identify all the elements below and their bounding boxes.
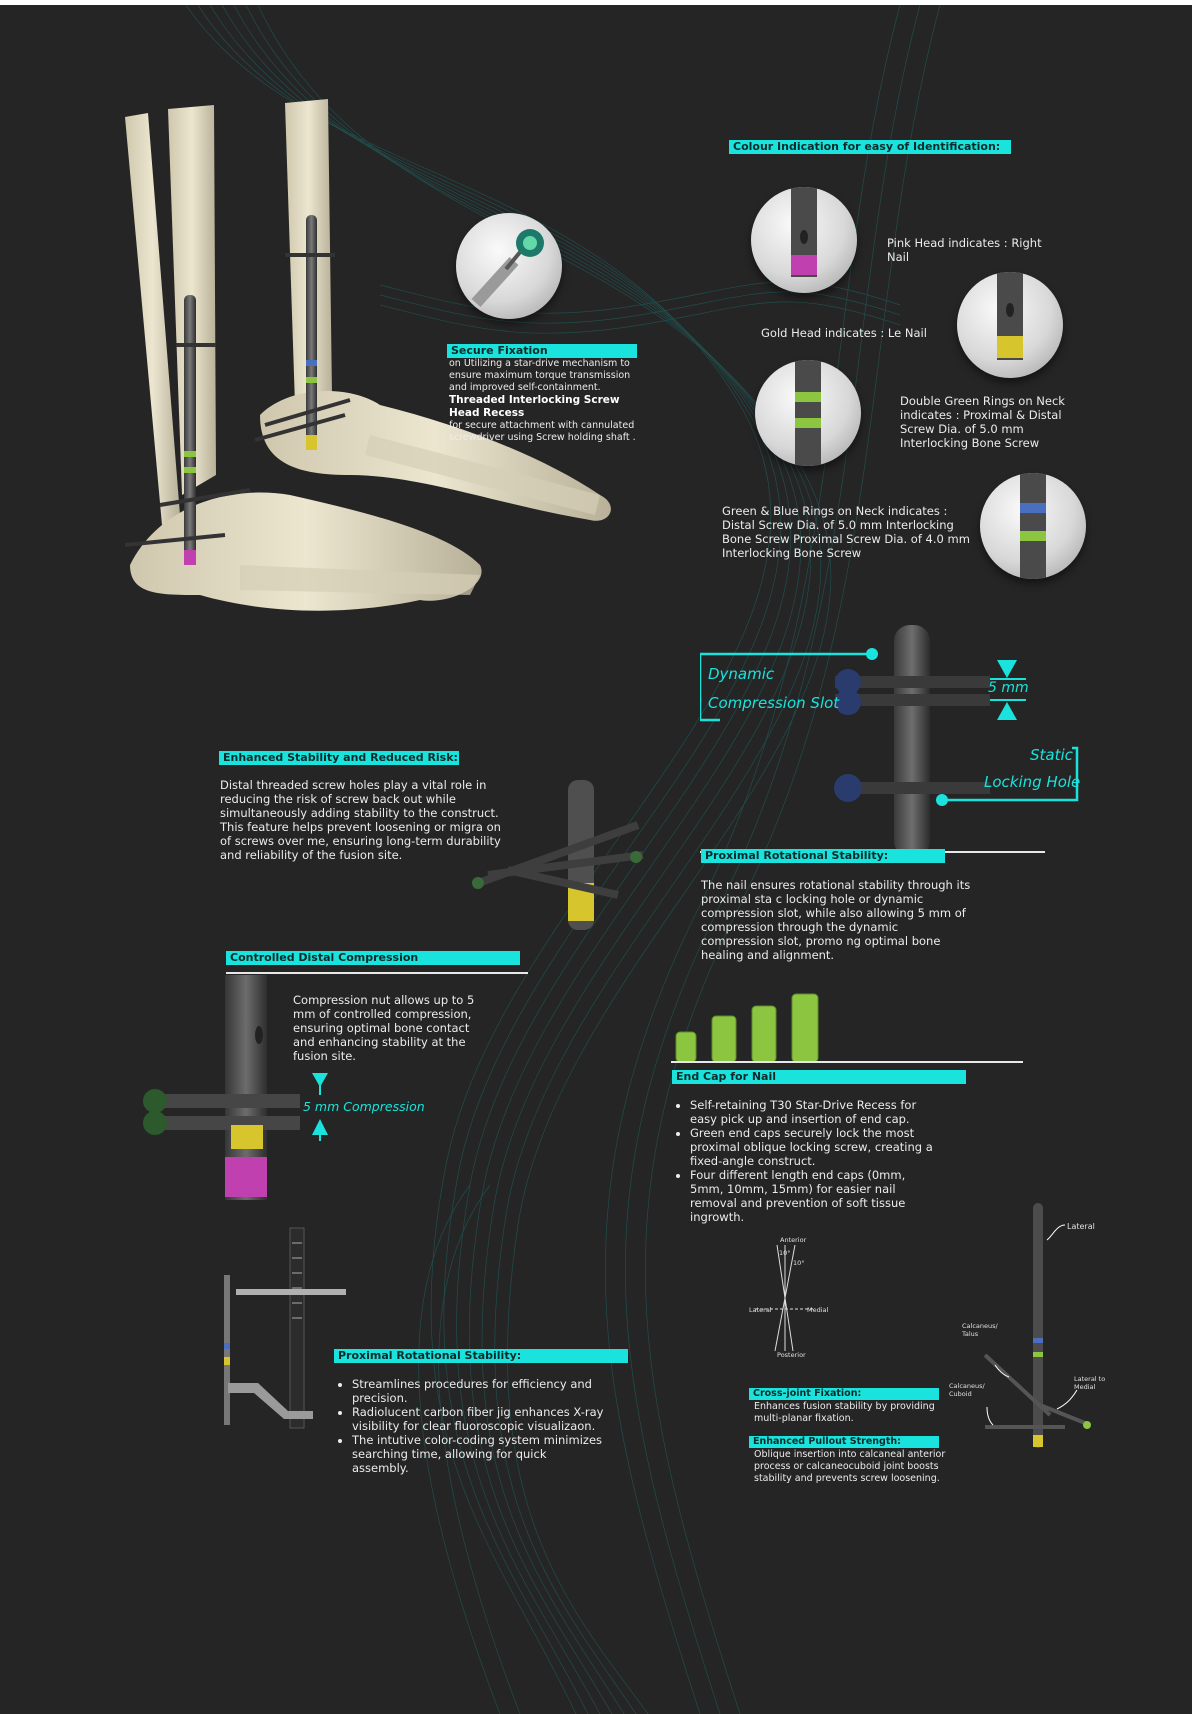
nail-oblique-screw-illustration xyxy=(983,1203,1091,1448)
compression-measure-label: 5 mm Compression xyxy=(303,1099,425,1114)
cross-joint-heading: Cross-joint Fixation: xyxy=(749,1388,939,1400)
brochure-page: Secure Fixation on Utilizing a star-driv… xyxy=(0,5,1192,1714)
proximal-rotational-body: The nail ensures rotational stability th… xyxy=(701,878,971,962)
double-green-label: Double Green Rings on Neck indicates : P… xyxy=(900,394,1065,450)
jig-bullet-1: Streamlines procedures for efficiency an… xyxy=(352,1377,604,1405)
compression-slot-diagram xyxy=(700,625,1079,857)
screw-angle-diagram xyxy=(755,1244,815,1352)
locking-hole-label: Locking Hole xyxy=(984,773,1081,791)
jig-bullet-3: The intutive color-coding system minimiz… xyxy=(352,1433,604,1475)
enhanced-stability-body: Distal threaded screw holes play a vital… xyxy=(220,778,501,862)
anterior-label: Anterior xyxy=(780,1236,807,1244)
posterior-label: Posterior xyxy=(777,1351,806,1359)
angle-a-label: 10° xyxy=(779,1249,791,1257)
end-cap-divider xyxy=(671,1061,1023,1063)
end-cap-heading: End Cap for Nail xyxy=(672,1070,966,1084)
end-cap-bullet-1: Self-retaining T30 Star-Drive Recess for… xyxy=(690,1098,942,1126)
calcaneus-cuboid-label: Calcaneus/ Cuboid xyxy=(949,1382,985,1398)
five-mm-label: 5 mm xyxy=(988,680,1029,696)
colour-indication-heading: Colour Indication for easy of Identifica… xyxy=(729,140,1011,154)
calcaneus-talus-label: Calcaneus/ Talus xyxy=(962,1322,998,1338)
jig-heading: Proximal Rotational Stability: xyxy=(334,1349,628,1363)
green-blue-label: Green & Blue Rings on Neck indicates : D… xyxy=(722,504,970,560)
secure-fixation-heading: Secure Fixation xyxy=(447,344,637,358)
green-blue-rings-nail-icon xyxy=(980,473,1086,579)
controlled-distal-heading: Controlled Distal Compression xyxy=(226,951,520,965)
medial-direction-label: Medial xyxy=(807,1306,829,1314)
pullout-heading: Enhanced Pullout Strength: xyxy=(749,1436,939,1448)
jig-bullet-2: Radiolucent carbon fiber jig enhances X-… xyxy=(352,1405,604,1433)
secure-fixation-subheading: Threaded Interlocking Screw Head Recess xyxy=(449,394,620,419)
jig-list: Streamlines procedures for efficiency an… xyxy=(334,1377,604,1475)
distal-threaded-screws-illustration xyxy=(471,780,644,930)
compression-arrows-icon xyxy=(312,1073,328,1141)
lateral-direction-label: Lateral xyxy=(749,1306,772,1314)
carbon-fiber-jig-illustration xyxy=(224,1227,346,1429)
enhanced-stability-heading: Enhanced Stability and Reduced Risk: xyxy=(219,751,459,765)
cross-joint-body: Enhances fusion stability by providing m… xyxy=(754,1401,935,1424)
dynamic-label: Dynamic xyxy=(708,665,775,683)
controlled-distal-body: Compression nut allows up to 5 mm of con… xyxy=(293,993,475,1063)
angle-b-label: 10° xyxy=(793,1259,805,1267)
double-green-rings-nail-icon xyxy=(755,360,861,466)
gold-head-label: Gold Head indicates : Le Nail xyxy=(761,326,927,340)
lateral-label: Lateral xyxy=(1067,1222,1095,1231)
pullout-body: Oblique insertion into calcaneal anterio… xyxy=(754,1449,946,1484)
compression-slot-label: Compression Slot xyxy=(708,694,840,712)
proximal-rotational-heading: Proximal Rotational Stability: xyxy=(701,849,945,863)
end-cap-bullet-2: Green end caps securely lock the most pr… xyxy=(690,1126,942,1168)
end-cap-list: Self-retaining T30 Star-Drive Recess for… xyxy=(672,1098,942,1224)
gold-head-nail-icon xyxy=(957,272,1063,378)
static-label: Static xyxy=(1030,746,1073,764)
pink-head-nail-icon xyxy=(751,187,857,293)
end-caps-illustration xyxy=(675,993,819,1063)
secure-fixation-text-2: for secure attachment with cannulated sc… xyxy=(449,420,636,443)
lateral-to-medial-label: Lateral to Medial xyxy=(1074,1375,1106,1391)
top-white-strip xyxy=(0,0,1192,5)
ankle-foot-illustration xyxy=(124,99,611,611)
end-cap-bullet-3: Four different length end caps (0mm, 5mm… xyxy=(690,1168,942,1224)
pink-head-label: Pink Head indicates : Right Nail xyxy=(887,236,1042,264)
secure-fixation-text: on Utilizing a star-drive mechanism to e… xyxy=(449,358,631,393)
screwdriver-tip-icon xyxy=(456,213,562,319)
compression-nut-illustration xyxy=(143,975,300,1200)
controlled-distal-divider xyxy=(226,972,528,974)
secure-fixation-body: on Utilizing a star-drive mechanism to e… xyxy=(449,358,644,444)
